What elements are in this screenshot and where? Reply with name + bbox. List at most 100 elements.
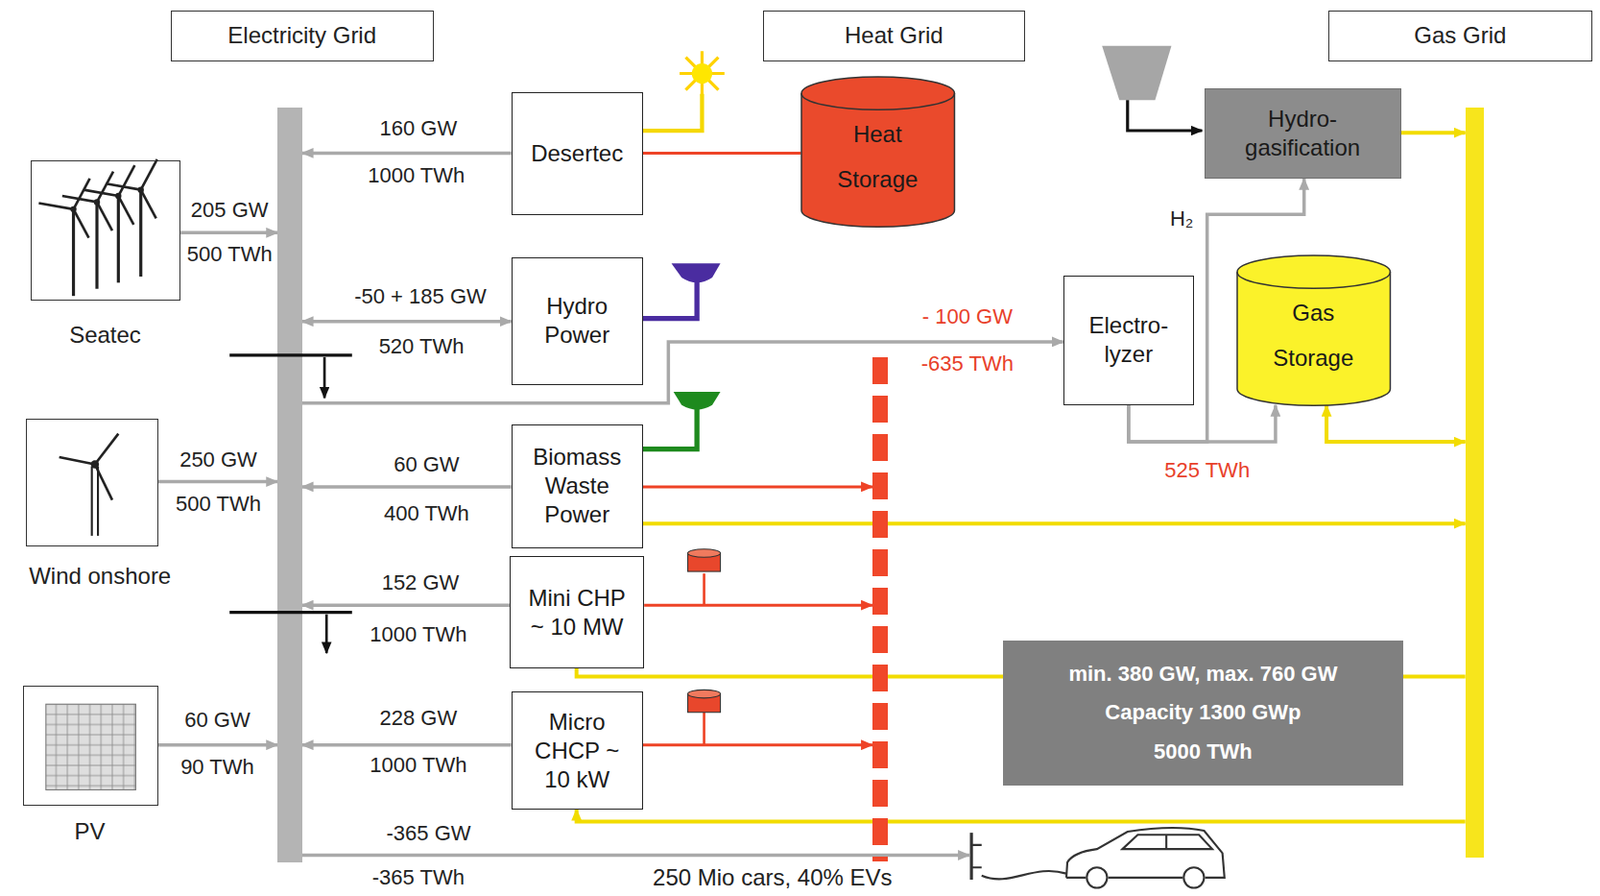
node-text: 5000 TWh — [1153, 738, 1253, 766]
plant-box: Micro CHCP ~ 10 kW — [511, 691, 644, 809]
edge-label-holder: -365 GW — [386, 820, 472, 846]
node-text: Hydro Power — [524, 291, 630, 350]
plant-box: Desertec — [511, 92, 644, 216]
car-drawing — [971, 827, 1225, 887]
storage-tank: Gas Storage — [1237, 255, 1390, 406]
node-heading: Gas Grid — [1328, 10, 1592, 62]
flow-value: -365 GW — [386, 820, 472, 846]
source-picture: Wind onshore — [25, 418, 159, 547]
edge-label-holder: 250 GW — [179, 447, 258, 473]
node-text: min. 380 GW, max. 760 GW — [1068, 660, 1338, 689]
tank-outline — [801, 76, 955, 227]
energy-value: 400 TWh — [383, 500, 470, 526]
flow-value: 205 GW — [191, 197, 269, 223]
pv-panel — [46, 703, 137, 789]
source-picture: Seatec — [30, 160, 181, 302]
node-heading: 250 Mio cars, 40% EVs — [652, 862, 892, 892]
flow-connector — [158, 479, 278, 484]
node-heading: Wind onshore — [28, 561, 171, 591]
label-holder: 500 TWh — [187, 240, 273, 266]
connector-group — [158, 132, 1466, 855]
plant-box: Biomass Waste Power — [511, 424, 644, 549]
label-holder: 90 TWh — [180, 754, 255, 780]
tank-outline — [1237, 255, 1390, 406]
flow-connector — [644, 603, 873, 607]
flow-connector — [302, 151, 512, 156]
flow-value: 152 GW — [382, 570, 460, 596]
flow-connector — [180, 231, 278, 236]
flow-connector — [302, 853, 970, 858]
grid-level-arrow — [325, 614, 329, 653]
energy-value: 500 TWh — [175, 491, 262, 517]
node-text: Biomass Waste Power — [524, 442, 630, 529]
flow-connector — [643, 151, 802, 155]
energy-value: 1000 TWh — [369, 621, 467, 647]
flow-connector — [302, 484, 512, 489]
electricity-bus: Electricity Grid — [277, 107, 303, 862]
node-text: Capacity 1300 GWp — [1104, 698, 1301, 727]
reservoir-symbol — [643, 262, 721, 318]
plant-box: Mini CHP ~ 10 MW — [509, 555, 645, 669]
flow-value: 250 GW — [179, 447, 258, 473]
plant-box: Hydro Power — [511, 257, 644, 385]
node-text: Hydro- gasification — [1225, 104, 1380, 163]
edge-label-holder: 152 GW — [382, 570, 460, 596]
energy-value: 1000 TWh — [369, 752, 467, 778]
label-holder: 500 TWh — [175, 491, 262, 517]
coal-feed-arrow — [1127, 99, 1203, 131]
tank-rim — [1237, 271, 1390, 288]
flow-value: 525 TWh — [1164, 457, 1250, 483]
flow-connector — [643, 742, 873, 746]
flow-connector — [643, 521, 1466, 526]
flow-value: 60 GW — [184, 707, 250, 733]
node-text: Micro CHCP ~ 10 kW — [528, 707, 625, 794]
node-heading: Electricity Grid — [170, 10, 434, 62]
node-text: Electro- lyzer — [1080, 310, 1177, 369]
energy-value: -635 TWh — [921, 351, 1014, 377]
flow-connector — [302, 742, 512, 747]
node-heading: PV — [74, 816, 106, 846]
grid-level-arrow — [323, 357, 327, 399]
tank-rim — [801, 93, 955, 110]
node-text: Mini CHP ~ 10 MW — [519, 583, 635, 642]
tank-body — [801, 76, 955, 227]
energy-value: 500 TWh — [187, 240, 273, 266]
tank-body — [1237, 255, 1390, 406]
flow-connector — [643, 484, 873, 488]
flow-connector — [1128, 405, 1276, 442]
label-holder: 1000 TWh — [369, 752, 467, 778]
label-holder: 1000 TWh — [367, 163, 465, 189]
node-text: Heat Storage — [829, 112, 926, 203]
capacity-panel: min. 380 GW, max. 760 GW Capacity 1300 GW… — [1002, 640, 1404, 786]
onshore-turbine — [59, 433, 120, 536]
edge-label-holder: 60 GW — [184, 707, 250, 733]
gas-bus: Gas Grid — [1465, 107, 1484, 858]
grid-level-bar — [229, 610, 353, 614]
label-holder: -365 TWh — [372, 864, 465, 890]
flow-connector — [158, 742, 278, 747]
process-box: Hydro- gasification — [1204, 88, 1402, 179]
heat-bus: Heat Grid — [872, 357, 888, 861]
offshore-turbines — [38, 159, 157, 296]
flow-connector — [1401, 130, 1466, 135]
grid-level-bar — [229, 353, 353, 357]
flow-value: 160 GW — [380, 116, 458, 142]
energy-value: 90 TWh — [180, 754, 255, 780]
storage-tank: Heat Storage — [801, 76, 955, 227]
label-holder: 1000 TWh — [369, 621, 467, 647]
energy-value: 1000 TWh — [367, 163, 465, 189]
heat-tank-symbol — [688, 549, 721, 605]
edge-label-holder: 228 GW — [380, 705, 458, 731]
flow-connector — [576, 809, 1466, 822]
label-holder: -635 TWh — [921, 351, 1014, 377]
biomass-symbol — [643, 391, 721, 450]
edge-label-holder: 60 GW — [393, 451, 459, 477]
label-holder: 400 TWh — [383, 500, 470, 526]
flow-value: - 100 GW — [922, 304, 1013, 330]
label-holder: 520 TWh — [379, 334, 465, 359]
source-picture: PV — [23, 685, 158, 806]
electric-car: 250 Mio cars, 40% EVs — [969, 828, 1230, 894]
flow-connector — [302, 602, 511, 607]
node-text: Gas Storage — [1265, 290, 1362, 382]
node-text: Desertec — [530, 139, 623, 168]
